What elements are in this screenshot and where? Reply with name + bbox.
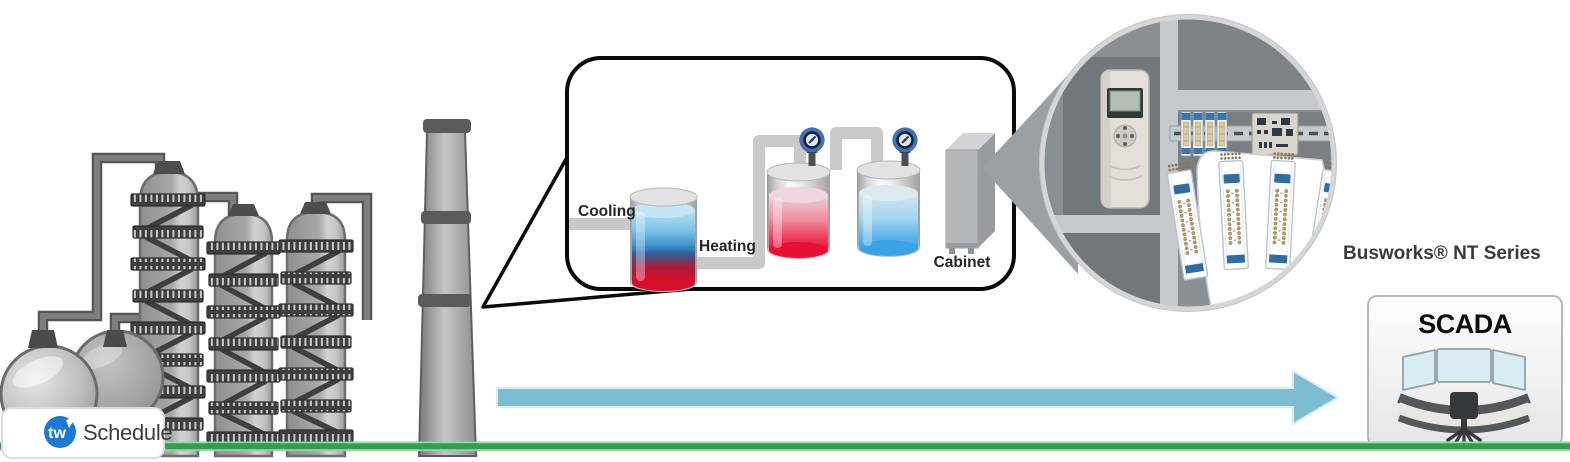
flow-arrow [496,370,1339,425]
teamwork-logo-icon: tw [44,416,76,448]
magnifier-ring [1039,14,1337,312]
logo-text: tw [48,425,66,442]
terminal-block [1251,112,1299,156]
smokestack [417,119,478,457]
tank-cooling [629,187,698,292]
magnifier-view [982,14,1337,312]
control-cabinet [945,133,995,254]
cooling-label: Cooling [578,203,636,220]
scada-title: SCADA [1418,309,1512,339]
tank-cooled [856,160,921,257]
monitor-wall-icon [1402,348,1526,391]
process-callout-bubble: Cooling Heating Cabinet [481,56,1016,309]
vfd-drive [1100,69,1150,209]
ground-line [0,441,1570,452]
heating-label: Heating [699,238,756,255]
schedule-badge[interactable]: tw Schedule [1,407,173,459]
schedule-label: Schedule [83,420,172,445]
scada-panel: SCADA [1367,295,1563,447]
heating-pipe [663,135,806,269]
factory-illustration [0,119,478,458]
tank-heating [766,162,831,259]
cabinet-label: Cabinet [934,254,991,271]
operator-chair-icon [1446,392,1482,445]
distillation-tower-2 [206,204,281,458]
busworks-label: Busworks® NT Series [1343,243,1541,264]
distillation-tower-3 [278,202,354,458]
